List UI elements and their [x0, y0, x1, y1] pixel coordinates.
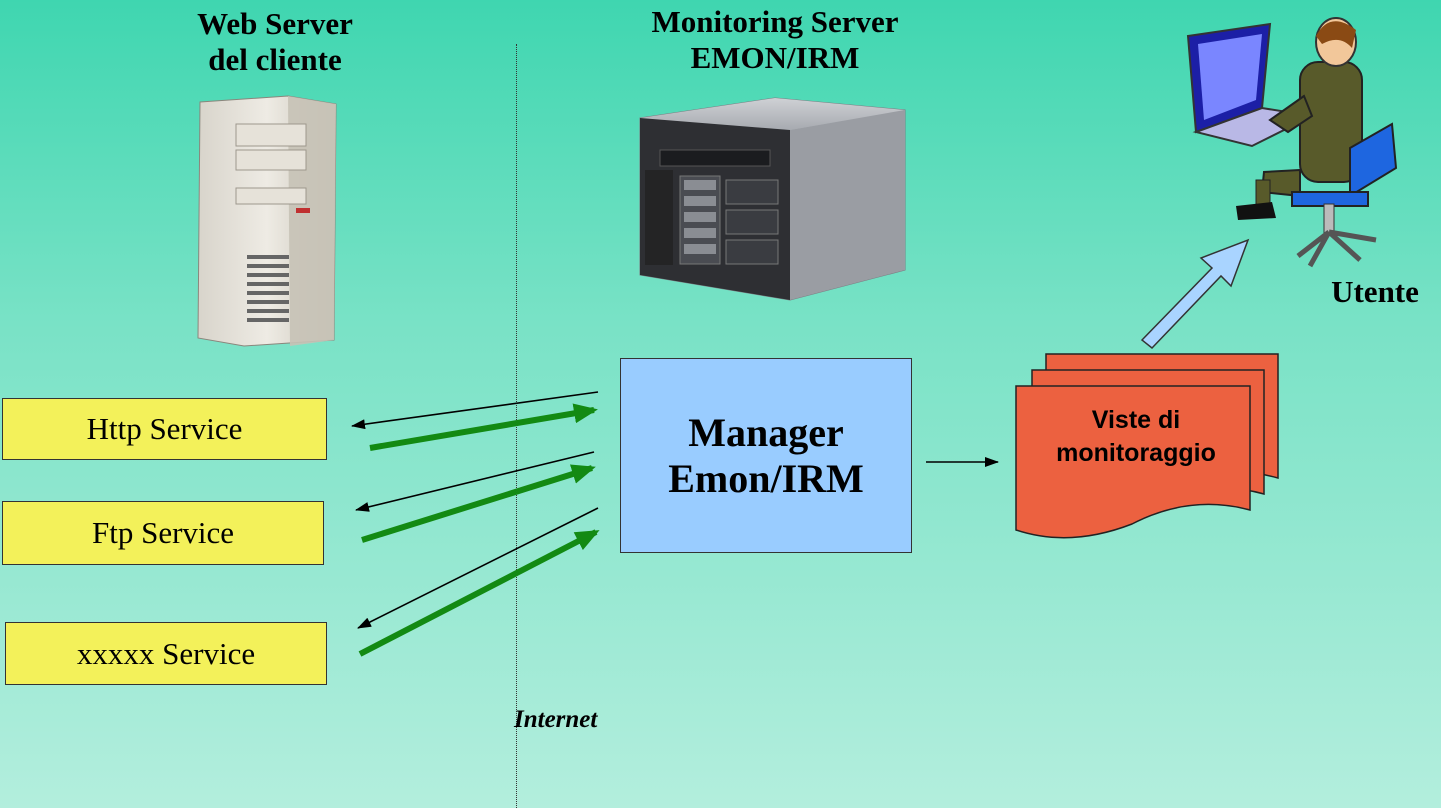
- web-server-tower-icon: [197, 95, 337, 347]
- return-arrow-http: [351, 391, 599, 430]
- request-arrow-http: [369, 403, 598, 451]
- web-server-title: Web Server del cliente: [150, 6, 400, 78]
- http-service-box: Http Service: [2, 398, 327, 460]
- monitoring-server-rack-icon: [639, 97, 906, 301]
- web-server-title-line2: del cliente: [208, 42, 342, 77]
- monitoring-views-document-stack: [1015, 353, 1279, 539]
- manager-label-line1: Manager: [688, 409, 844, 455]
- monitoring-views-line2: monitoraggio: [1056, 439, 1216, 467]
- manager-label-line2: Emon/IRM: [668, 455, 864, 501]
- monitoring-server-title: Monitoring Server EMON/IRM: [590, 4, 960, 76]
- web-server-title-line1: Web Server: [197, 6, 353, 41]
- return-arrow-ftp: [355, 451, 595, 512]
- request-arrow-xxxxx: [358, 529, 600, 657]
- monitoring-views-line1: Viste di: [1091, 406, 1181, 434]
- user-label: Utente: [1331, 274, 1419, 309]
- ftp-service-box: Ftp Service: [2, 501, 324, 565]
- xxxxx-service-box: xxxxx Service: [5, 622, 327, 685]
- internet-label: Internet: [514, 706, 598, 733]
- views-to-user-arrow: [1140, 238, 1250, 350]
- user-at-laptop-icon: [1186, 17, 1398, 268]
- request-arrow-ftp: [361, 464, 596, 543]
- monitoring-views-label: Viste di monitoraggio: [1024, 404, 1248, 470]
- return-arrow-xxxxx: [357, 507, 599, 629]
- monitoring-server-title-line1: Monitoring Server: [651, 4, 899, 39]
- manager-emon-irm-box: Manager Emon/IRM: [620, 358, 912, 553]
- monitoring-server-title-line2: EMON/IRM: [690, 40, 860, 75]
